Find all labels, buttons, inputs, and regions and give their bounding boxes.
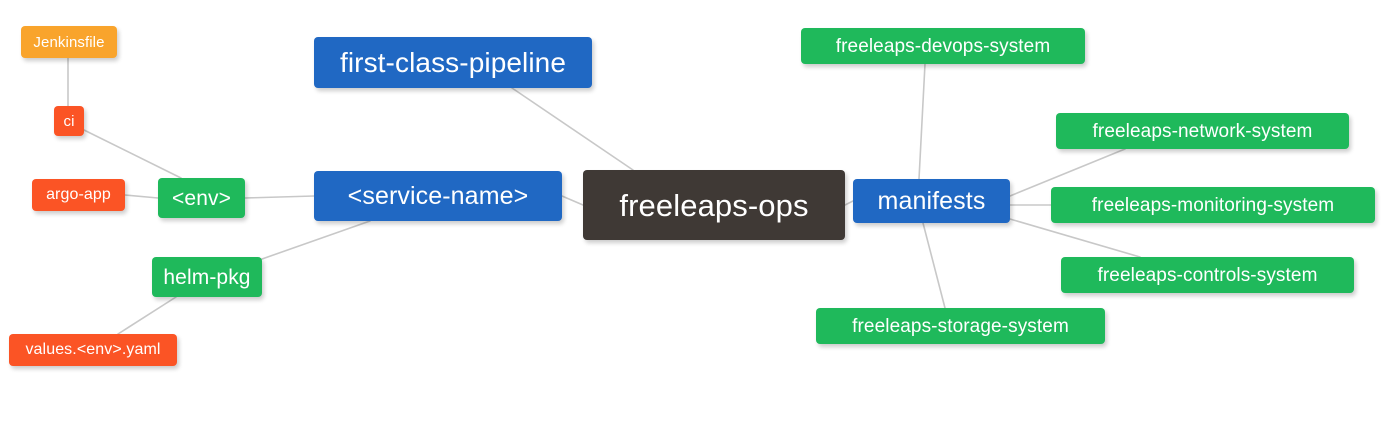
mindmap-node-freeleaps-controls-system[interactable]: freeleaps-controls-system [1061, 257, 1354, 293]
mindmap-node-label: ci [63, 112, 75, 130]
mindmap-node-freeleaps-devops-system[interactable]: freeleaps-devops-system [801, 28, 1085, 64]
mindmap-node-service-name[interactable]: <service-name> [314, 171, 562, 221]
edge-manifests-to-freeleaps-controls-system [1009, 218, 1141, 258]
mindmap-node-argo-app[interactable]: argo-app [32, 179, 125, 211]
edge-service-name-to-env [244, 195, 315, 199]
mindmap-node-ci[interactable]: ci [54, 106, 84, 136]
mindmap-node-freeleaps-storage-system[interactable]: freeleaps-storage-system [816, 308, 1105, 344]
mindmap-node-label: manifests [877, 186, 986, 215]
mindmap-node-freeleaps-ops[interactable]: freeleaps-ops [583, 170, 845, 240]
mindmap-node-first-class-pipeline[interactable]: first-class-pipeline [314, 37, 592, 88]
mindmap-node-label: Jenkinsfile [33, 33, 105, 51]
mindmap-node-label: freeleaps-monitoring-system [1091, 194, 1335, 216]
mindmap-node-freeleaps-monitoring-system[interactable]: freeleaps-monitoring-system [1051, 187, 1375, 223]
edge-manifests-to-freeleaps-devops-system [918, 63, 926, 180]
edge-freeleaps-ops-to-service-name [561, 195, 584, 206]
edge-helm-pkg-to-values-yaml [117, 296, 177, 335]
edge-manifests-to-freeleaps-storage-system [922, 222, 946, 309]
mindmap-node-label: values.<env>.yaml [25, 341, 161, 358]
mindmap-node-label: <service-name> [347, 181, 529, 210]
edge-env-to-ci [83, 129, 182, 179]
edge-freeleaps-ops-to-manifests [844, 200, 854, 206]
mindmap-node-label: argo-app [46, 186, 111, 203]
mindmap-node-label: <env> [172, 186, 231, 210]
mindmap-node-label: freeleaps-storage-system [852, 315, 1069, 337]
edge-env-to-argo-app [124, 194, 159, 199]
mindmap-node-env[interactable]: <env> [158, 178, 245, 218]
mindmap-node-helm-pkg[interactable]: helm-pkg [152, 257, 262, 297]
mindmap-node-label: freeleaps-devops-system [835, 35, 1051, 57]
mindmap-node-label: freeleaps-controls-system [1097, 264, 1318, 286]
edge-service-name-to-helm-pkg [261, 220, 371, 260]
mindmap-node-label: freeleaps-network-system [1092, 120, 1313, 142]
mindmap-node-manifests[interactable]: manifests [853, 179, 1010, 223]
mindmap-node-label: first-class-pipeline [339, 46, 567, 78]
mindmap-node-label: freeleaps-ops [619, 187, 809, 223]
mindmap-node-label: helm-pkg [163, 265, 251, 289]
mindmap-node-jenkinsfile[interactable]: Jenkinsfile [21, 26, 117, 58]
mindmap-node-values-yaml[interactable]: values.<env>.yaml [9, 334, 177, 366]
edge-freeleaps-ops-to-first-class-pipeline [511, 87, 634, 171]
mindmap-node-freeleaps-network-system[interactable]: freeleaps-network-system [1056, 113, 1349, 149]
